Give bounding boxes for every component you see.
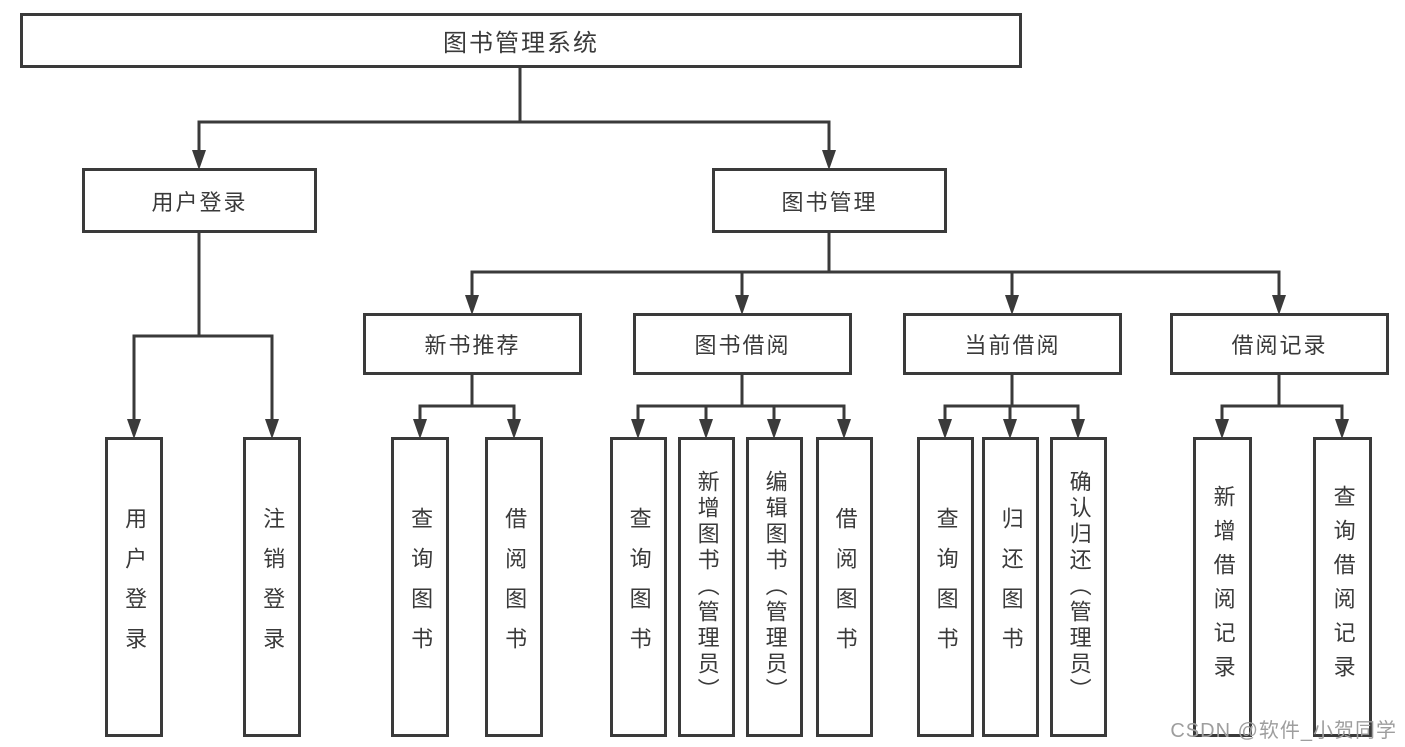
node-nb-query-books-label: 查询图书 — [408, 507, 434, 667]
node-book-system-root: 图书管理系统 — [20, 13, 1022, 68]
node-cb-query-books-label: 查询图书 — [933, 507, 959, 667]
node-bb-query-books-label: 查询图书 — [626, 507, 652, 667]
arrow-borrowing-records — [1272, 295, 1286, 315]
node-bb-borrow-books: 借阅图书 — [816, 437, 873, 737]
connector-book-borrow-split — [636, 373, 846, 423]
node-logout: 注销登录 — [243, 437, 301, 737]
arrow-nb-borrow — [507, 419, 521, 439]
arrow-bb-add — [699, 419, 713, 439]
connector-current-borrow-split — [943, 373, 1080, 423]
arrow-user-login-group — [192, 150, 206, 170]
connector-root-split — [197, 66, 831, 154]
node-book-management: 图书管理 — [712, 168, 947, 233]
connector-new-book-split — [418, 373, 516, 423]
node-cb-return-books-label: 归还图书 — [998, 507, 1024, 667]
arrow-cb-confirm — [1071, 419, 1085, 439]
arrow-user-login — [127, 419, 141, 439]
node-book-borrowing: 图书借阅 — [633, 313, 852, 375]
arrow-current-borrowing — [1005, 295, 1019, 315]
node-cb-confirm-return-admin: 确认归还（管理员） — [1050, 437, 1107, 737]
node-borrowing-records: 借阅记录 — [1170, 313, 1389, 375]
arrow-new-book-recommend — [465, 295, 479, 315]
arrow-logout — [265, 419, 279, 439]
arrow-br-add — [1215, 419, 1229, 439]
connector-user-login-split — [132, 231, 274, 423]
node-cb-return-books: 归还图书 — [982, 437, 1039, 737]
node-nb-query-books: 查询图书 — [391, 437, 449, 737]
watermark: CSDN @软件_小贺同学 — [1170, 720, 1397, 742]
node-cb-query-books: 查询图书 — [917, 437, 974, 737]
node-nb-borrow-books-label: 借阅图书 — [502, 507, 528, 667]
node-logout-label: 注销登录 — [260, 507, 286, 667]
arrow-cb-return — [1003, 419, 1017, 439]
arrow-bb-query — [631, 419, 645, 439]
node-current-borrowing: 当前借阅 — [903, 313, 1122, 375]
arrow-nb-query — [413, 419, 427, 439]
node-br-query-record-label: 查询借阅记录 — [1330, 485, 1356, 689]
node-user-login-group: 用户登录 — [82, 168, 317, 233]
arrowheads — [127, 150, 1349, 439]
arrow-cb-query — [938, 419, 952, 439]
node-bb-edit-books-admin: 编辑图书（管理员） — [746, 437, 803, 737]
arrow-book-borrowing — [735, 295, 749, 315]
arrow-bb-borrow — [837, 419, 851, 439]
node-bb-add-books-admin-label: 新增图书（管理员） — [694, 470, 720, 704]
node-bb-borrow-books-label: 借阅图书 — [832, 507, 858, 667]
node-user-login-label: 用户登录 — [122, 507, 148, 667]
node-br-add-record: 新增借阅记录 — [1193, 437, 1252, 737]
connector-records-split — [1220, 373, 1344, 423]
arrow-book-management — [822, 150, 836, 170]
node-br-query-record: 查询借阅记录 — [1313, 437, 1372, 737]
node-nb-borrow-books: 借阅图书 — [485, 437, 543, 737]
node-cb-confirm-return-admin-label: 确认归还（管理员） — [1066, 470, 1092, 704]
node-bb-query-books: 查询图书 — [610, 437, 667, 737]
arrow-br-query — [1335, 419, 1349, 439]
arrow-bb-edit — [767, 419, 781, 439]
node-bb-add-books-admin: 新增图书（管理员） — [678, 437, 735, 737]
connector-book-mgmt-split — [470, 231, 1281, 299]
node-new-book-recommend: 新书推荐 — [363, 313, 582, 375]
node-user-login: 用户登录 — [105, 437, 163, 737]
node-br-add-record-label: 新增借阅记录 — [1210, 485, 1236, 689]
node-bb-edit-books-admin-label: 编辑图书（管理员） — [762, 470, 788, 704]
